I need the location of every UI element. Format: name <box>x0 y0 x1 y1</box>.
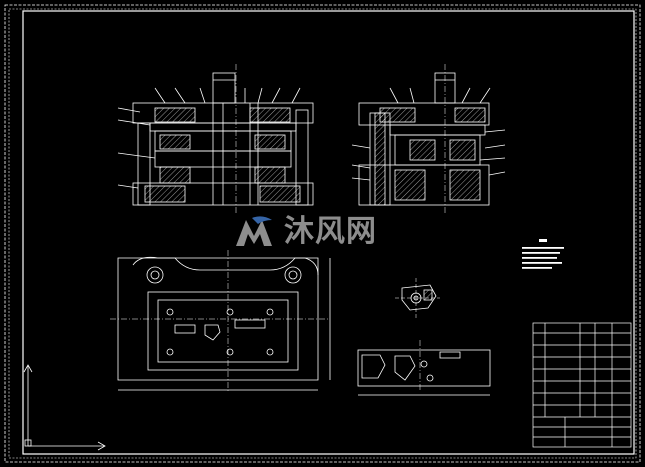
sheet-border <box>4 4 641 463</box>
die-part-view <box>357 340 491 396</box>
watermark: 沐风网 <box>232 210 422 254</box>
title-block <box>532 322 632 448</box>
side-section-view <box>351 64 506 215</box>
ucs-axis-icon <box>23 364 106 451</box>
mufeng-logo-icon <box>236 216 272 246</box>
punch-detail <box>395 278 440 318</box>
plan-view <box>110 250 331 392</box>
front-section-view <box>117 64 314 215</box>
technical-notes <box>522 239 564 269</box>
watermark-text: 沐风网 <box>284 214 377 249</box>
